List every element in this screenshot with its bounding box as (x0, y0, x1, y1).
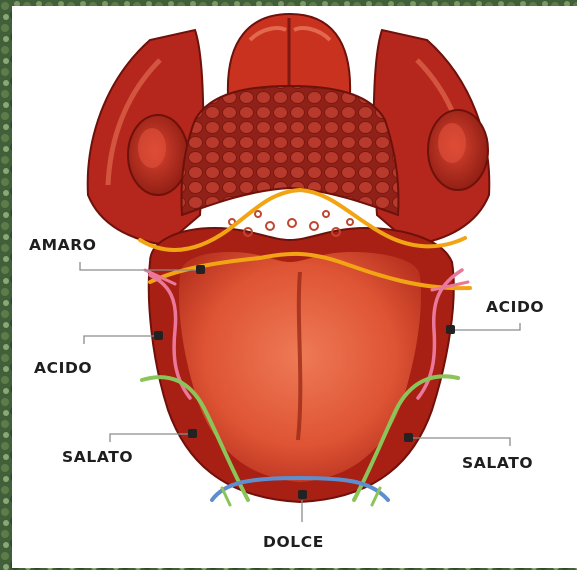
label-dolce: DOLCE (263, 533, 324, 551)
tongue-root (88, 14, 490, 245)
marker-dolce (298, 490, 307, 499)
lingual-tonsil-papillae (182, 86, 399, 215)
marker-acido-right (446, 325, 455, 334)
label-acido-left: ACIDO (34, 359, 92, 377)
label-amaro: AMARO (29, 236, 97, 254)
marker-acido-left (154, 331, 163, 340)
label-acido-right: ACIDO (486, 298, 544, 316)
median-sulcus (298, 272, 300, 440)
marker-amaro (196, 265, 205, 274)
marker-salato-right (404, 433, 413, 442)
label-salato-left: SALATO (62, 448, 133, 466)
marker-salato-left (188, 429, 197, 438)
label-salato-right: SALATO (462, 454, 533, 472)
